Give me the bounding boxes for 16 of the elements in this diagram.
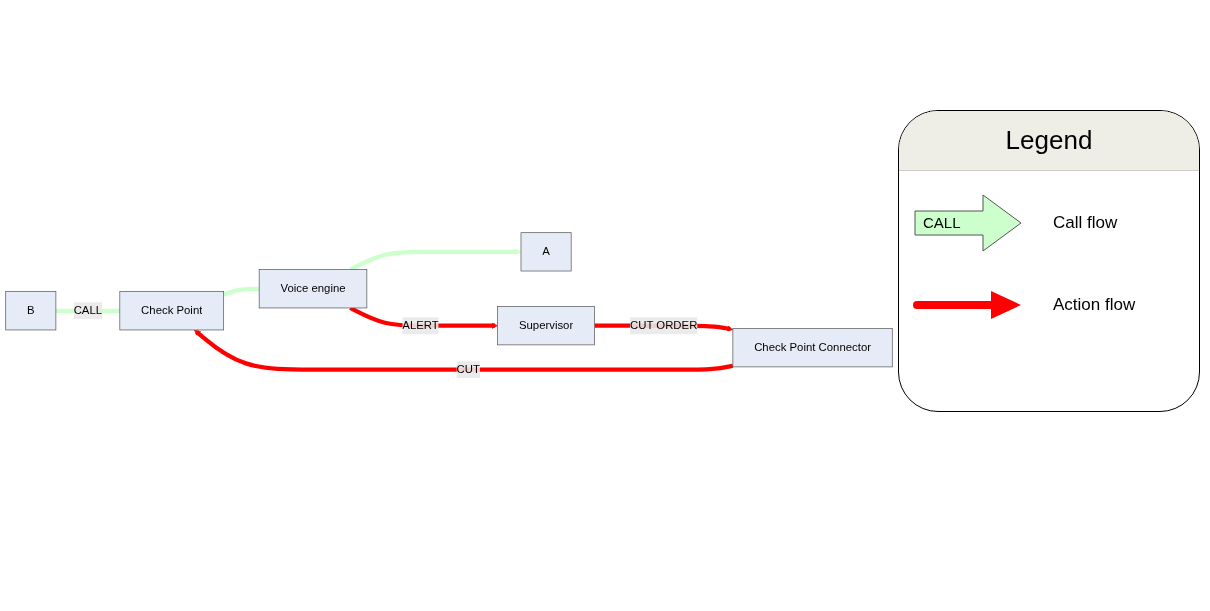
node-box: Check Point Connector [732, 328, 893, 368]
connector [223, 286, 260, 297]
edge-label: CUT ORDER [630, 319, 698, 332]
edge-label: ALERT [402, 319, 439, 332]
node-box: Supervisor [497, 306, 595, 346]
node-box: Voice engine [258, 269, 368, 309]
edge-label: CUT [456, 363, 480, 376]
node-box: Check Point [119, 291, 225, 331]
arrow-label: CALL [923, 214, 961, 231]
legend-title: Legend [899, 111, 1199, 171]
edge-label: CALL [73, 304, 103, 317]
arrow [194, 329, 734, 372]
legend-text: Call flow [1053, 213, 1118, 233]
legend-text: Action flow [1053, 295, 1136, 315]
node-box: A [520, 232, 572, 272]
node-box: B [5, 291, 57, 331]
